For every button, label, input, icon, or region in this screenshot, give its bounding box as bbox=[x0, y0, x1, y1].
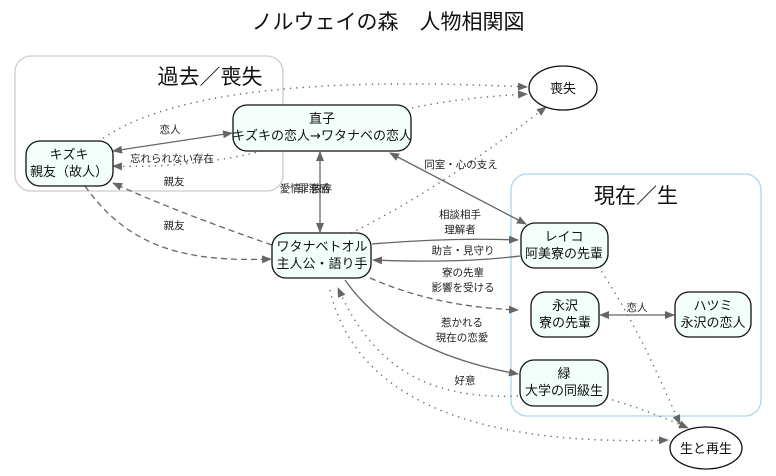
node-hatsumi-role: 永沢の恋人 bbox=[680, 315, 745, 331]
node-midori-role: 大学の同級生 bbox=[525, 383, 603, 399]
edge-naoko-loss bbox=[411, 90, 528, 109]
node-watanabe[interactable]: ワタナベトオル 主人公・語り手 bbox=[271, 232, 372, 279]
edge-label-watanabe-kizuki: 親友 bbox=[164, 175, 185, 188]
node-midori-name: 緑 bbox=[557, 367, 570, 382]
node-reiko[interactable]: レイコ 阿美寮の先輩 bbox=[520, 222, 609, 269]
edge-label-naoko-watanabe-a: 愛情／依存 bbox=[280, 182, 333, 195]
edge-label-naoko-watanabe-b: 罪悪感 bbox=[298, 182, 330, 195]
node-naoko[interactable]: 直子 キズキの恋人→ワタナベの恋人 bbox=[232, 104, 412, 152]
node-naoko-role: キズキの恋人→ワタナベの恋人 bbox=[232, 128, 412, 144]
edge-label-watanabe-reiko-1: 相談相手 bbox=[439, 208, 481, 221]
edge-label-midori-watanabe: 好意 bbox=[455, 374, 476, 387]
edge-label-watanabe-reiko-2: 理解者 bbox=[444, 223, 476, 236]
node-nagasawa-name: 永沢 bbox=[552, 299, 578, 314]
node-loss[interactable]: 喪失 bbox=[528, 65, 598, 111]
node-midori[interactable]: 緑 大学の同級生 bbox=[519, 359, 609, 407]
node-hatsumi[interactable]: ハツミ 永沢の恋人 bbox=[674, 291, 752, 338]
node-kizuki-role: 親友（故人） bbox=[30, 164, 108, 180]
edge-label-watanabe-midori-1: 惹かれる bbox=[441, 317, 483, 329]
edges bbox=[84, 82, 689, 445]
edge-label-watanabe-midori-2: 現在の恋愛 bbox=[436, 331, 489, 344]
edge-reiko-life bbox=[597, 265, 681, 425]
edge-reiko-watanabe bbox=[372, 255, 521, 265]
node-watanabe-role: 主人公・語り手 bbox=[276, 256, 367, 272]
node-loss-label: 喪失 bbox=[550, 82, 576, 97]
node-life-label: 生と再生 bbox=[680, 442, 732, 457]
node-reiko-name: レイコ bbox=[544, 230, 583, 245]
edge-label-nagasawa-hatsumi: 恋人 bbox=[627, 301, 648, 314]
diagram-title: ノルウェイの森 人物相関図 bbox=[252, 10, 525, 34]
edge-label-kizuki-watanabe: 親友 bbox=[164, 219, 185, 232]
node-reiko-role: 阿美寮の先輩 bbox=[525, 246, 603, 262]
node-naoko-name: 直子 bbox=[309, 112, 335, 127]
node-kizuki[interactable]: キズキ 親友（故人） bbox=[25, 140, 114, 187]
edge-watanabe-nagasawa bbox=[369, 277, 519, 314]
node-watanabe-name: ワタナベトオル bbox=[276, 240, 367, 255]
edge-label-watanabe-nagasawa-2: 影響を受ける bbox=[432, 281, 495, 294]
edge-kizuki-naoko bbox=[112, 130, 233, 154]
edge-label-kizuki-naoko: 恋人 bbox=[160, 123, 181, 136]
node-kizuki-name: キズキ bbox=[49, 147, 88, 163]
node-hatsumi-name: ハツミ bbox=[693, 299, 732, 314]
edge-watanabe-life bbox=[329, 289, 669, 445]
edge-labels: 恋人 忘れられない存在 親友 親友 愛情／依存 罪悪感 同室・心の支え 相談相手… bbox=[130, 123, 648, 387]
cluster-past-label: 過去／喪失 bbox=[158, 65, 263, 89]
edge-naoko-kizuki bbox=[112, 150, 263, 171]
edge-watanabe-reiko bbox=[371, 235, 519, 245]
edge-kizuki-watanabe bbox=[84, 185, 272, 264]
node-life[interactable]: 生と再生 bbox=[669, 426, 743, 470]
edge-label-reiko-watanabe: 助言・見守り bbox=[432, 244, 495, 257]
edge-label-naoko-kizuki: 忘れられない存在 bbox=[130, 152, 214, 165]
cluster-present-label: 現在／生 bbox=[594, 184, 678, 208]
edge-label-naoko-reiko: 同室・心の支え bbox=[424, 158, 498, 171]
edge-label-watanabe-nagasawa-1: 寮の先輩 bbox=[442, 266, 484, 279]
edge-watanabe-midori bbox=[344, 279, 519, 377]
edge-naoko-reiko bbox=[389, 152, 527, 225]
edge-watanabe-kizuki bbox=[112, 182, 273, 246]
node-nagasawa-role: 寮の先輩 bbox=[539, 315, 591, 331]
node-nagasawa[interactable]: 永沢 寮の先輩 bbox=[530, 291, 600, 338]
